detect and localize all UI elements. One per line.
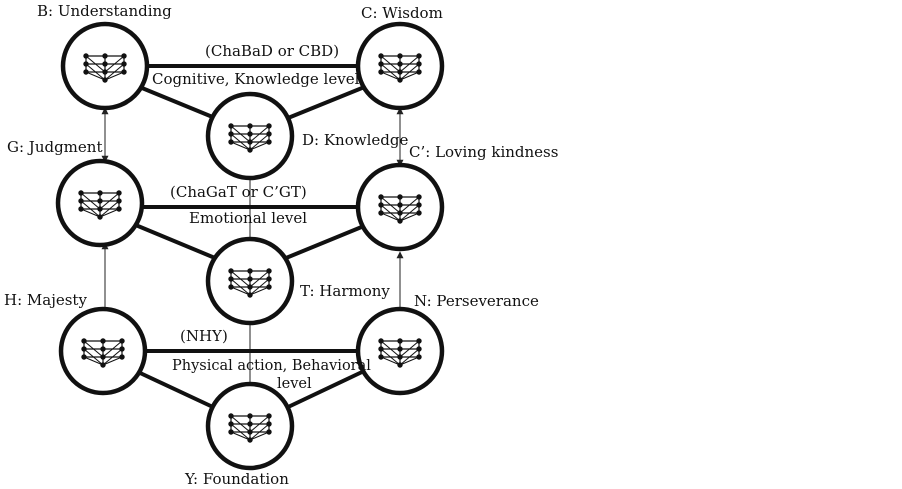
node-c (355, 21, 445, 111)
level-physical-name-line1: Physical action, Behavioral (172, 358, 371, 374)
thick-connections (136, 64, 366, 410)
node-y (205, 381, 295, 471)
label-perseverance: N: Perseverance (414, 292, 539, 310)
label-majesty: H: Majesty (4, 291, 87, 309)
label-harmony: T: Harmony (300, 282, 390, 300)
node-d (205, 91, 295, 181)
label-understanding: B: Understanding (37, 2, 172, 20)
label-loving-kindness: C’: Loving kindness (409, 143, 558, 161)
edge-c-d (286, 86, 364, 120)
label-foundation: Y: Foundation (184, 470, 289, 488)
level-physical-abbr: (NHY) (180, 327, 228, 345)
edge-h-y (136, 370, 217, 410)
edge-cp-t (284, 224, 366, 260)
level-emotional-name: Emotional level (189, 209, 307, 227)
node-g (55, 158, 145, 248)
node-t (205, 236, 295, 326)
level-emotional-abbr: (ChaGaT or C’GT) (170, 183, 307, 201)
node-b (60, 21, 150, 111)
node-h (58, 306, 148, 396)
label-judgment: G: Judgment (7, 138, 102, 156)
level-physical-name-line2: level (277, 376, 312, 392)
level-cognitive-abbr: (ChaBaD or CBD) (205, 42, 339, 60)
node-n (355, 306, 445, 396)
edge-g-t (136, 224, 217, 260)
edge-n-y (284, 370, 364, 410)
label-wisdom: C: Wisdom (361, 4, 443, 22)
node-cp (355, 162, 445, 252)
edge-b-d (140, 86, 217, 120)
label-knowledge: D: Knowledge (302, 131, 408, 149)
level-cognitive-name: Cognitive, Knowledge level (152, 70, 360, 88)
